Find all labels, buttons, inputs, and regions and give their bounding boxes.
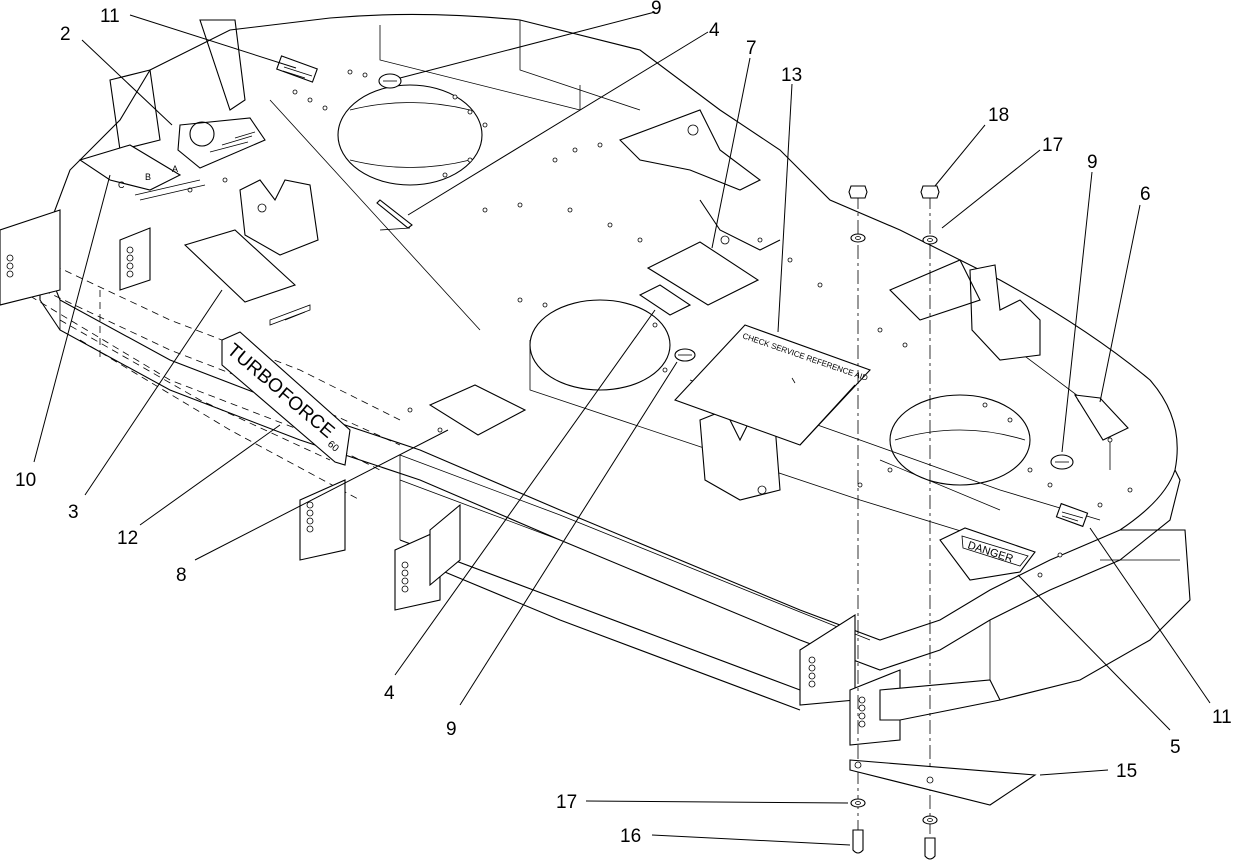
callout-6: 6 <box>1140 184 1151 205</box>
plate-15 <box>849 759 1037 806</box>
callout-13: 13 <box>781 65 802 86</box>
decal-3 <box>183 229 297 303</box>
decal-belt-routing <box>177 117 266 169</box>
callout-18: 18 <box>988 105 1009 126</box>
decal-8 <box>428 384 527 436</box>
bolt-left <box>852 829 864 854</box>
decal-6 <box>1073 394 1129 441</box>
callout-16: 16 <box>620 826 641 847</box>
callout-4-lower: 4 <box>384 683 395 704</box>
hardware <box>848 185 1037 860</box>
decal-11-top <box>276 55 318 83</box>
guide-label-c: C <box>118 180 125 190</box>
callout-12: 12 <box>117 528 138 549</box>
callout-numbers: 11 9 4 7 13 2 18 17 9 6 10 3 12 8 4 9 5 … <box>15 0 1232 847</box>
callout-2: 2 <box>60 24 71 45</box>
decal-height-guide <box>78 144 182 191</box>
decal-turbo-force <box>221 331 351 466</box>
callout-9-lower: 9 <box>446 719 457 740</box>
decal-4-top <box>376 199 413 229</box>
callout-10: 10 <box>15 470 36 491</box>
decal-4-lower <box>638 284 692 316</box>
callout-17-bottom: 17 <box>556 792 577 813</box>
callout-17-top: 17 <box>1042 135 1063 156</box>
callout-9-top: 9 <box>651 0 662 19</box>
washer-top-right <box>922 235 938 245</box>
spindle-openings <box>337 84 1031 486</box>
deck-holes <box>187 69 1133 578</box>
decal-7 <box>646 241 760 306</box>
washer-bottom-right <box>922 815 938 825</box>
washer-top-left <box>850 233 866 243</box>
bolt-right <box>924 837 936 860</box>
mounting-brackets <box>0 19 1041 746</box>
callout-15: 15 <box>1116 761 1137 782</box>
callout-4-top: 4 <box>709 20 720 41</box>
deck-body <box>0 13 1191 711</box>
callout-7: 7 <box>746 38 757 59</box>
callout-3: 3 <box>68 502 79 523</box>
decal-danger <box>939 527 1036 581</box>
washer-bottom-left <box>850 798 866 808</box>
nut-left <box>848 185 868 199</box>
callout-5: 5 <box>1170 737 1181 758</box>
callout-11-top: 11 <box>100 6 120 27</box>
guide-label-b: B <box>145 172 151 182</box>
callout-8: 8 <box>176 565 187 586</box>
leader-lines <box>33 11 1211 846</box>
nut-right <box>920 185 940 199</box>
callout-11-right: 11 <box>1212 707 1232 728</box>
decals: C B A CHECK SERVICE REFERENCE AID TURBO … <box>78 55 1129 581</box>
guide-label-a: A <box>172 164 178 174</box>
callout-9-right: 9 <box>1087 152 1098 173</box>
